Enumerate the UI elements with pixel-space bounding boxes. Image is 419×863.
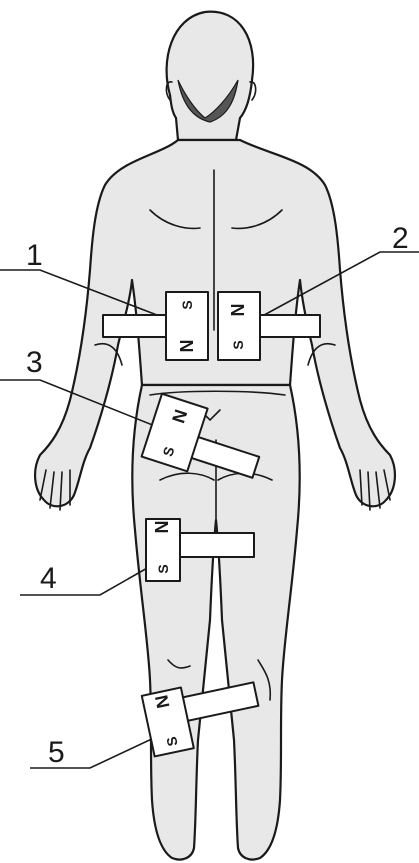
callout-4: 4 bbox=[40, 562, 57, 595]
callout-3: 3 bbox=[26, 346, 43, 379]
magnet-1-south: S bbox=[179, 300, 195, 309]
magnet-2-south: S bbox=[230, 340, 246, 349]
callout-2: 2 bbox=[392, 222, 409, 255]
magnet-2-north: N bbox=[228, 304, 248, 317]
magnet-4-north: N bbox=[152, 521, 172, 534]
head bbox=[166, 12, 255, 140]
magnet-4-south: S bbox=[155, 564, 171, 573]
callout-5: 5 bbox=[48, 736, 65, 769]
callout-1: 1 bbox=[26, 239, 43, 272]
magnet-1-north: N bbox=[177, 340, 197, 353]
